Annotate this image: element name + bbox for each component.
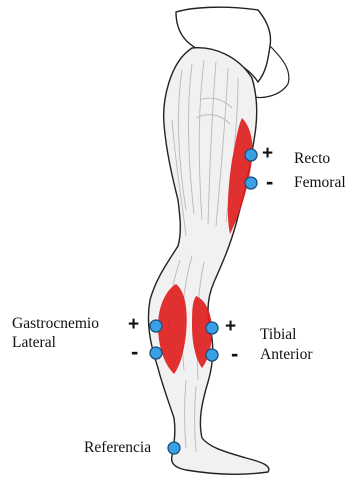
gastrocnemio-plus-sign: +: [128, 315, 139, 335]
tibial-plus-sign: +: [225, 317, 236, 337]
gastrocnemio-minus-sign: -: [131, 342, 138, 362]
label-anterior: Anterior: [260, 345, 313, 364]
electrode-gastrocnemio-lateral-negative: [150, 347, 162, 359]
tibial-minus-sign: -: [231, 344, 238, 364]
label-tibial: Tibial: [260, 325, 296, 344]
electrode-gastrocnemio-lateral-positive: [150, 320, 162, 332]
electrode-tibial-anterior-negative: [206, 349, 218, 361]
electrode-recto-femoral-positive: [245, 149, 257, 161]
recto-femoral-plus-sign: +: [262, 144, 273, 164]
electrode-reference: [168, 442, 180, 454]
label-femoral: Femoral: [294, 173, 346, 192]
recto-femoral-minus-sign: -: [266, 172, 273, 192]
label-lateral: Lateral: [12, 333, 56, 352]
label-recto: Recto: [294, 149, 330, 168]
label-referencia: Referencia: [84, 438, 151, 457]
electrode-recto-femoral-negative: [245, 177, 257, 189]
label-gastrocnemio: Gastrocnemio: [12, 314, 99, 333]
leg-silhouette: [148, 48, 268, 474]
electrode-tibial-anterior-positive: [206, 322, 218, 334]
